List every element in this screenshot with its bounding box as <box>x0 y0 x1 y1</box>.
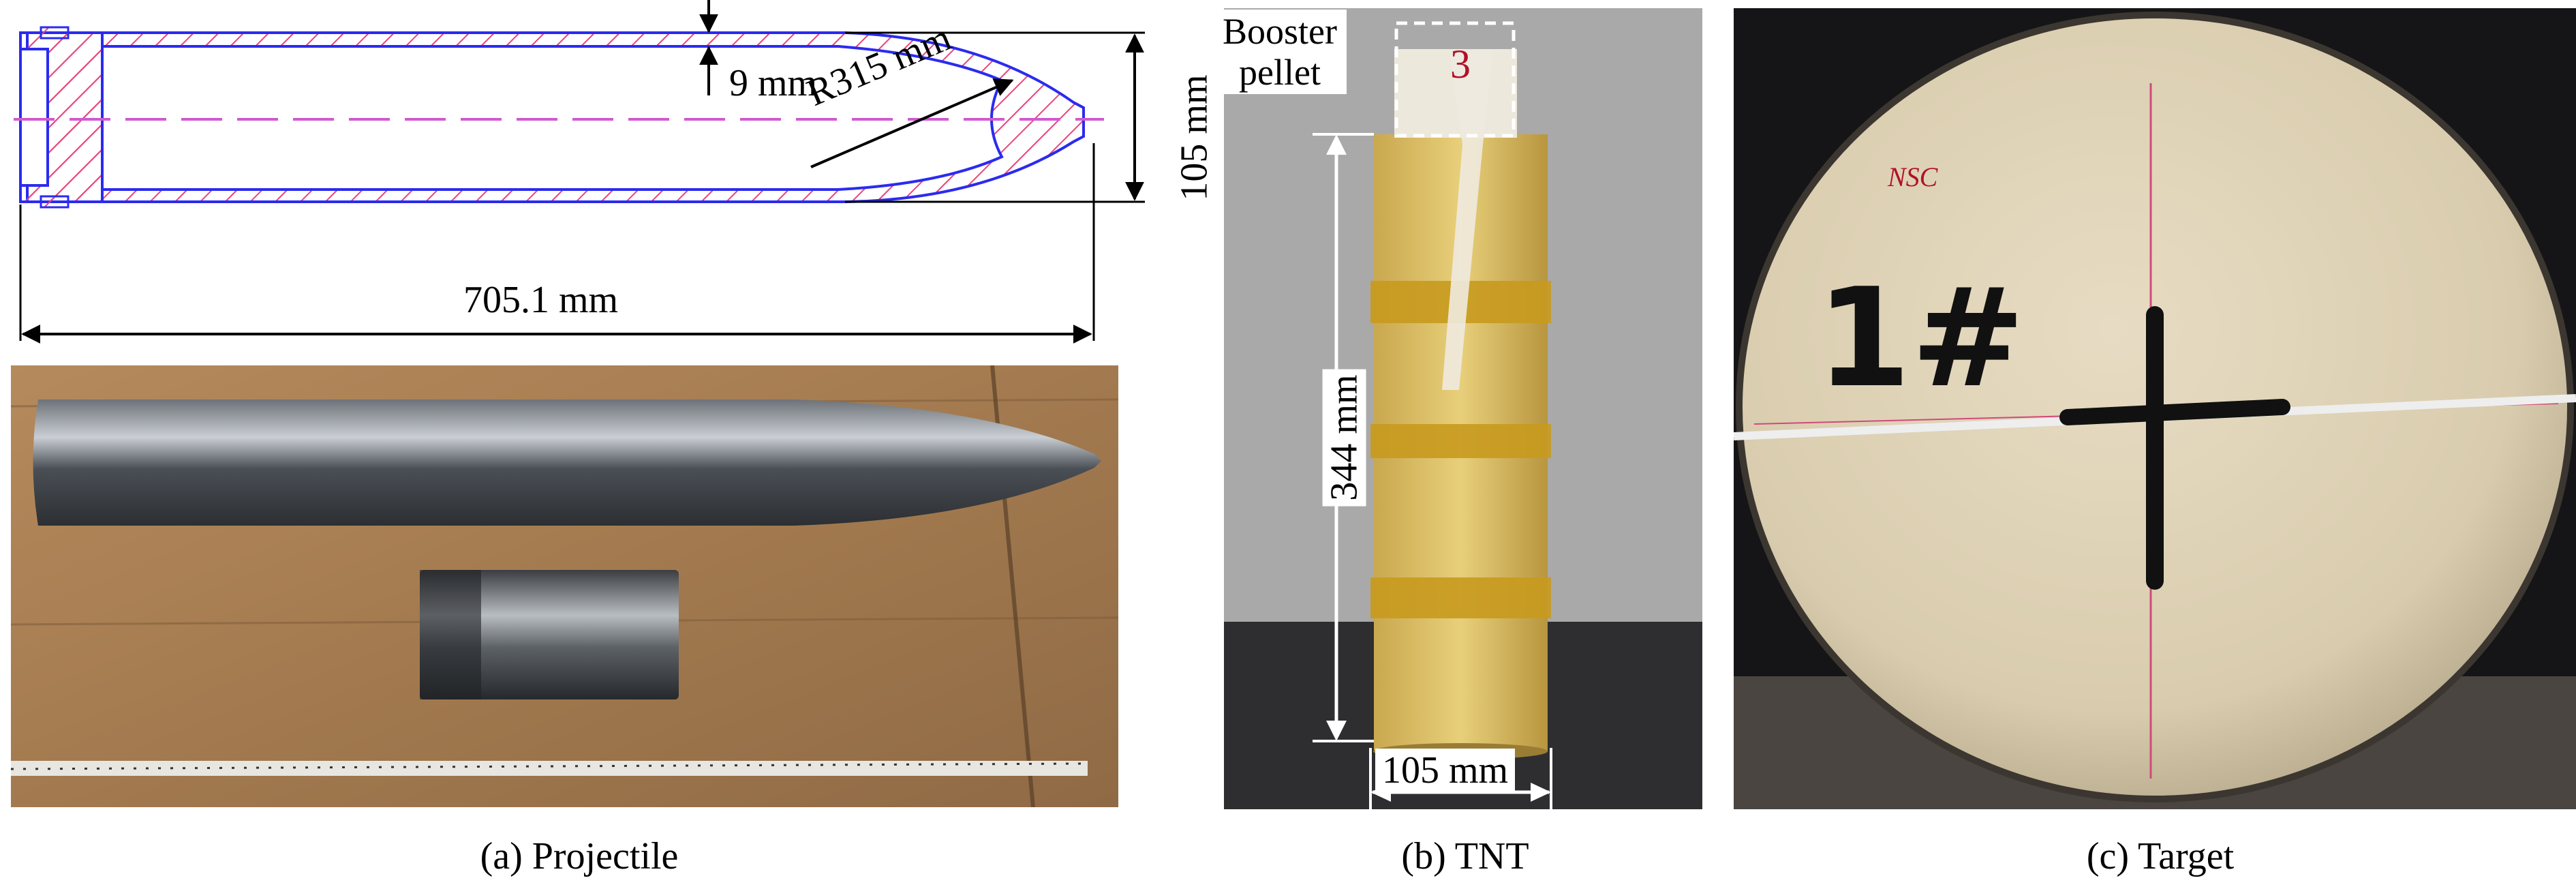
tnt-photo <box>1224 8 1702 809</box>
tnt-width-label: 105 mm <box>1375 749 1516 792</box>
caption-projectile: (a) Projectile <box>480 835 679 877</box>
tnt-height-label: 344 mm <box>1322 369 1366 507</box>
diameter-label: 105 mm <box>1173 74 1216 201</box>
caption-tnt: (b) TNT <box>1401 835 1529 877</box>
caption-target: (c) Target <box>2086 835 2235 877</box>
target-photo <box>1734 8 2576 809</box>
projectile-drawing <box>14 0 1145 344</box>
measuring-tape <box>11 761 1088 776</box>
booster-highlight-box <box>1394 21 1516 138</box>
projectile-photo <box>11 365 1118 807</box>
wall-thickness-label: 9 mm <box>729 62 818 104</box>
target-label-nsc: NSC <box>1888 162 1938 192</box>
target-label-id: 1# <box>1816 259 2025 418</box>
booster-pellet-label: Booster pellet <box>1213 10 1347 94</box>
length-label: 705.1 mm <box>463 279 619 321</box>
tnt-pellet-number: 3 <box>1450 42 1471 87</box>
radius-leader <box>810 78 1014 168</box>
